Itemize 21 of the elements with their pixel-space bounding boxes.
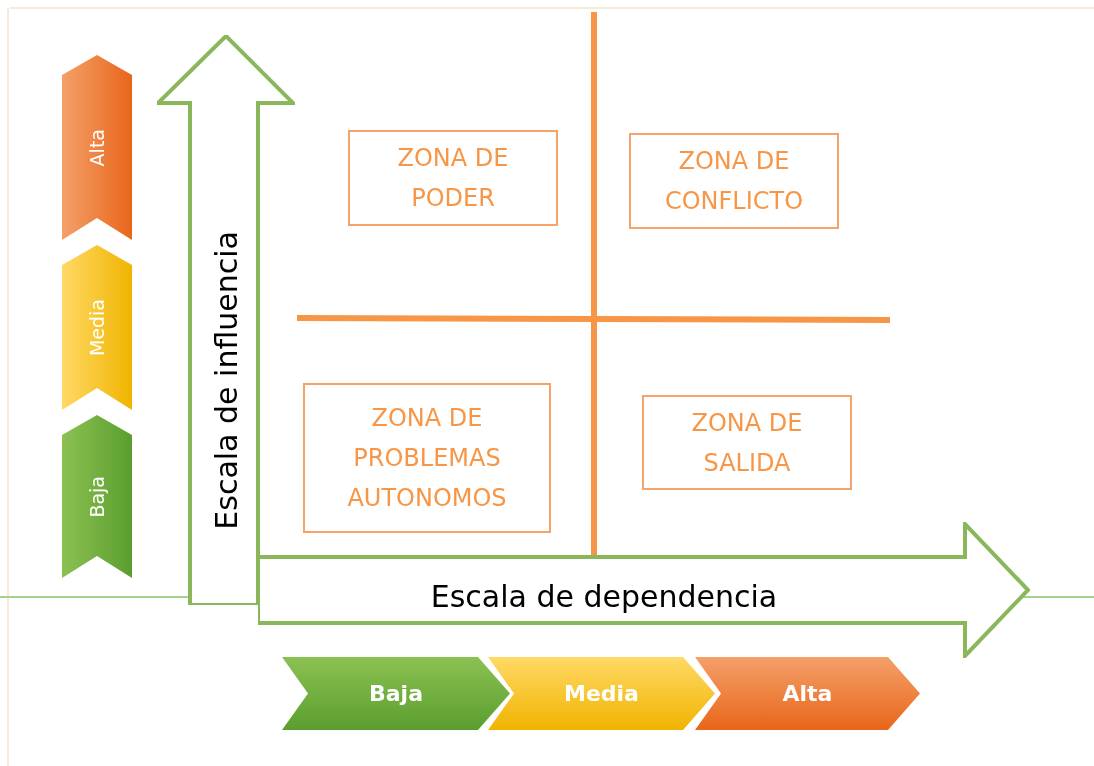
level-label: Alta	[86, 128, 108, 167]
zone-box	[642, 395, 852, 490]
level-label: Alta	[782, 681, 833, 706]
zone-label: ZONA DE PROBLEMAS AUTONOMOS	[346, 403, 508, 514]
level-label: Media	[564, 681, 639, 706]
level-label: Baja	[369, 681, 423, 706]
axis-arrow	[157, 35, 295, 605]
zone-label: ZONA DE PODER	[396, 143, 510, 214]
level-label: Baja	[86, 475, 108, 518]
zone-box	[303, 383, 551, 533]
axis-label: Escala de influencia	[208, 230, 244, 530]
level-band	[62, 415, 132, 578]
level-band	[62, 245, 132, 410]
zone-label: ZONA DE CONFLICTO	[663, 146, 805, 217]
zone-box	[348, 130, 558, 226]
level-label: Media	[86, 298, 108, 357]
level-band	[62, 55, 132, 240]
axis-arrow	[258, 522, 1030, 658]
zone-box	[629, 133, 839, 229]
axis-label: Escala de dependencia	[430, 578, 778, 614]
zone-label: ZONA DE SALIDA	[690, 407, 804, 479]
